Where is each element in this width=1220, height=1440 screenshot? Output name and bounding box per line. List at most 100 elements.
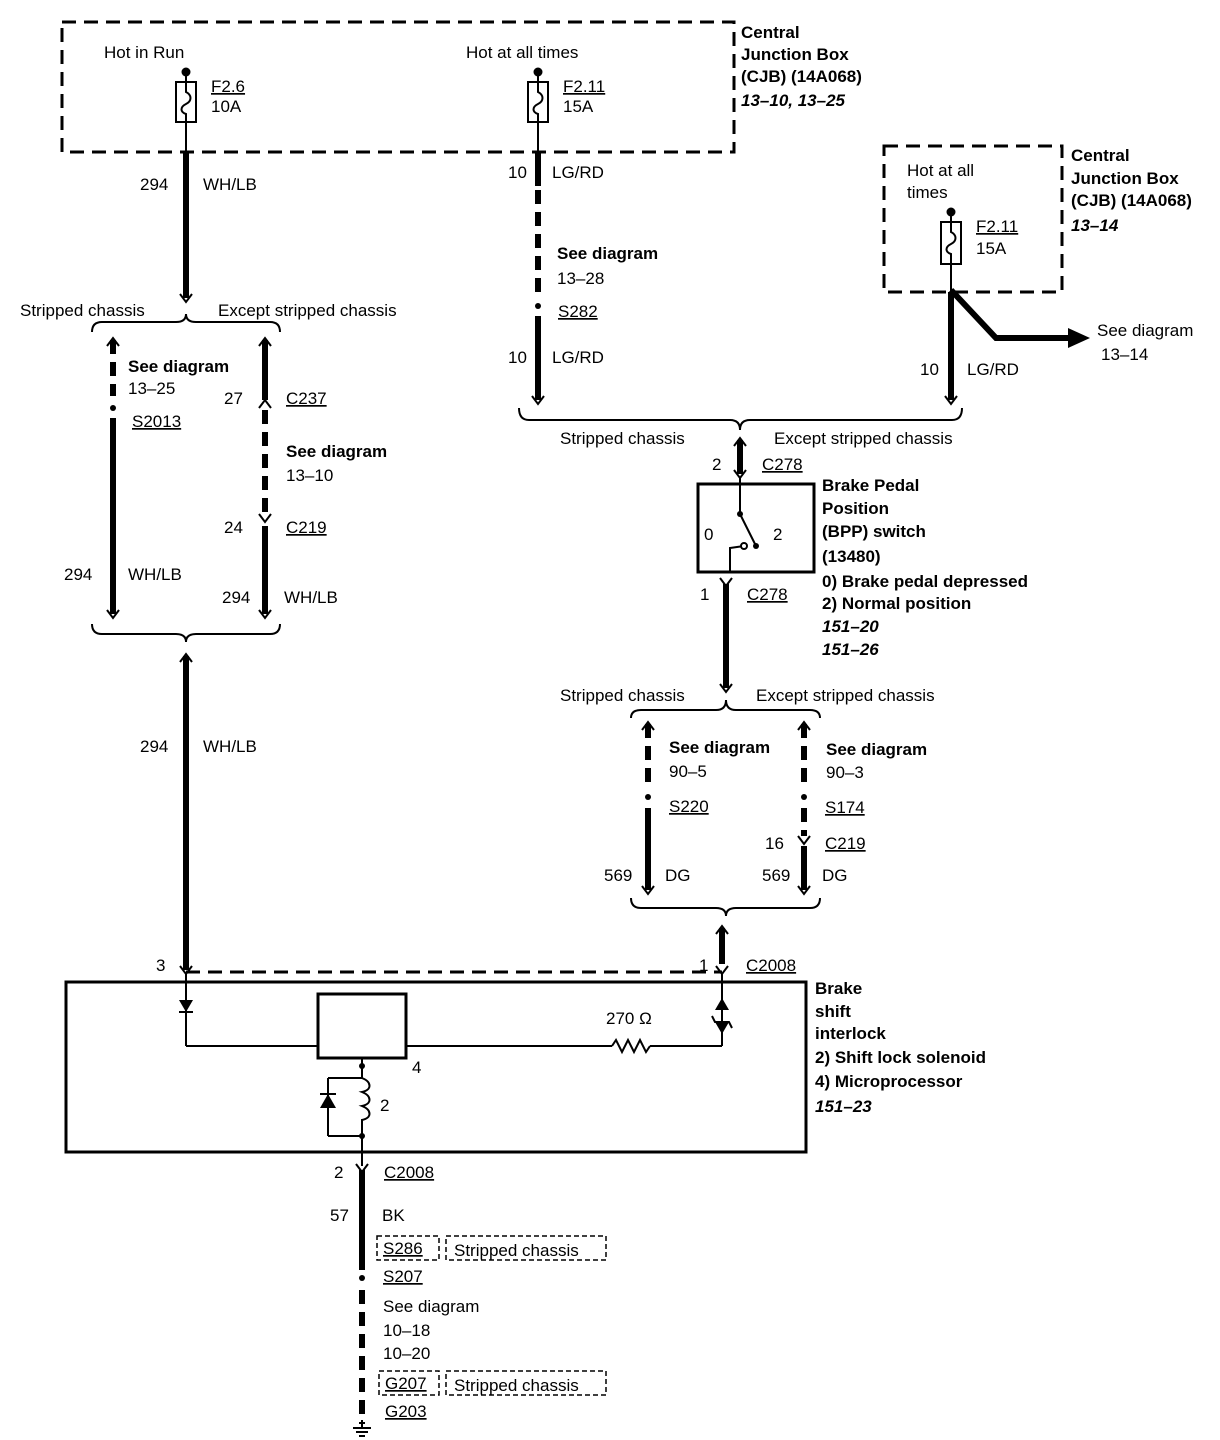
left-color-c: WH/LB bbox=[203, 737, 257, 756]
interlock-title-2: shift bbox=[815, 1002, 851, 1021]
wire-to-13-14 bbox=[948, 287, 1070, 341]
ground-see: See diagram bbox=[383, 1297, 479, 1316]
ground-stripped-2: Stripped chassis bbox=[454, 1376, 579, 1395]
lower-stripped-label: Stripped chassis bbox=[560, 686, 685, 705]
resistor-270-icon bbox=[611, 1037, 651, 1055]
cjb-right-ref: 13–14 bbox=[1071, 216, 1119, 235]
mid-except-label: Except stripped chassis bbox=[774, 429, 953, 448]
interlock-desc-2: 2) Shift lock solenoid bbox=[815, 1048, 986, 1067]
bpp-switch: 2 C278 0 2 1 C278 Brake Pedal Position (… bbox=[696, 436, 1028, 694]
ground-path: 2 C2008 57 BK S286 Stripped chassis S207… bbox=[330, 1163, 607, 1437]
lower-see-b-ref: 90–3 bbox=[826, 763, 864, 782]
cjb-right-circuit: 10 bbox=[920, 360, 939, 379]
ground-g203: G203 bbox=[385, 1402, 427, 1421]
connector-c219-left: C219 bbox=[286, 518, 327, 537]
stripped-chassis-box-2 bbox=[445, 1370, 607, 1396]
arrow-right-icon bbox=[1068, 328, 1090, 348]
left-see2: See diagram bbox=[286, 442, 387, 461]
left-circuit-a: 294 bbox=[64, 565, 92, 584]
fuse-f2-11-right bbox=[940, 207, 962, 292]
lower-except-label: Except stripped chassis bbox=[756, 686, 935, 705]
left-circuit-c: 294 bbox=[140, 737, 168, 756]
bpp-contact-2 bbox=[753, 543, 759, 549]
splice-s174-dot bbox=[801, 794, 807, 800]
fuse-f2-11-id: F2.11 bbox=[563, 77, 605, 96]
ground-icon bbox=[353, 1420, 371, 1437]
wire-10-end bbox=[531, 395, 545, 406]
interlock-title-3: interlock bbox=[815, 1024, 886, 1043]
connector-c278-top: C278 bbox=[762, 455, 803, 474]
lower-b-top-cap bbox=[797, 720, 811, 731]
cjb-right-hot-2: times bbox=[907, 183, 948, 202]
cjb-top-title-3: (CJB) (14A068) bbox=[741, 67, 862, 86]
zener-diode-icon bbox=[715, 998, 729, 1010]
splice-s207-dot bbox=[359, 1275, 365, 1281]
interlock-module-box bbox=[64, 980, 808, 1154]
cjb-right-title-3: (CJB) (14A068) bbox=[1071, 191, 1192, 210]
bpp-switch-arm bbox=[739, 513, 757, 547]
lower-b-bottom-cap bbox=[797, 885, 811, 896]
lower-a-top-cap bbox=[641, 720, 655, 731]
middle-branch: 10 LG/RD See diagram 13–28 S282 10 LG/RD… bbox=[508, 152, 963, 448]
cjb-top-ref: 13–10, 13–25 bbox=[741, 91, 846, 110]
splice-s286: S286 bbox=[383, 1239, 423, 1258]
interlock-desc-4: 4) Microprocessor bbox=[815, 1072, 963, 1091]
wire-294-bottom-cap bbox=[179, 652, 193, 663]
left-c237-pin: 27 bbox=[224, 389, 243, 408]
cjb-top: Hot in Run Hot at all times F2.6 10A F2.… bbox=[60, 20, 862, 154]
mid-circuit-b: 10 bbox=[508, 348, 527, 367]
brake-shift-interlock: 3 1 C2008 4 270 Ω 2 Brake bbox=[64, 956, 986, 1166]
mid-color-b: LG/RD bbox=[552, 348, 604, 367]
cjb-right-hot-1: Hot at all bbox=[907, 161, 974, 180]
left-stripped-label: Stripped chassis bbox=[20, 301, 145, 320]
connector-c219-right: C219 bbox=[825, 834, 866, 853]
bpp-contact-0 bbox=[740, 542, 748, 550]
mid-see: See diagram bbox=[557, 244, 658, 263]
lower-see-b: See diagram bbox=[826, 740, 927, 759]
mid-circuit-top: 10 bbox=[508, 163, 527, 182]
connector-c237: C237 bbox=[286, 389, 327, 408]
left-upper-brace bbox=[91, 313, 281, 333]
solenoid-label-2: 2 bbox=[380, 1096, 389, 1115]
cjb-right-fuse-id: F2.11 bbox=[976, 217, 1018, 236]
splice-s174: S174 bbox=[825, 798, 865, 817]
lower-color-a: DG bbox=[665, 866, 691, 885]
bpp-bottom-cap bbox=[719, 683, 733, 694]
splice-s220: S220 bbox=[669, 797, 709, 816]
bpp-pos-0: 0 bbox=[704, 525, 713, 544]
left-stripped-top-cap bbox=[106, 336, 120, 347]
wire-10-right-end bbox=[944, 395, 958, 406]
connector-c2008-bottom: C2008 bbox=[384, 1163, 434, 1182]
splice-s2013: S2013 bbox=[132, 412, 181, 431]
lower-circuit-b: 569 bbox=[762, 866, 790, 885]
ground-see-ref-2: 10–20 bbox=[383, 1344, 430, 1363]
ground-g207: G207 bbox=[385, 1374, 427, 1393]
splice-s286-box bbox=[376, 1235, 440, 1261]
ground-stripped-1: Stripped chassis bbox=[454, 1241, 579, 1260]
lower-see-a-ref: 90–5 bbox=[669, 762, 707, 781]
flyback-diode-icon bbox=[320, 1094, 336, 1108]
lower-branch: Stripped chassis Except stripped chassis… bbox=[560, 686, 935, 964]
ground-color: BK bbox=[382, 1206, 405, 1225]
mid-see-ref: 13–28 bbox=[557, 269, 604, 288]
wire-294-top-end bbox=[179, 293, 193, 304]
bpp-contact-0-lead bbox=[729, 545, 745, 560]
left-lower-brace bbox=[91, 623, 281, 643]
cjb-top-title-1: Central bbox=[741, 23, 800, 42]
splice-s207: S207 bbox=[383, 1267, 423, 1286]
solenoid-coil-icon bbox=[358, 1077, 371, 1136]
bpp-title-3: (BPP) switch bbox=[822, 522, 926, 541]
fuse-f2-11 bbox=[527, 67, 549, 152]
connector-c2008-top: C2008 bbox=[746, 956, 796, 975]
connector-c219-right-symbol bbox=[797, 835, 811, 846]
cjb-right-fuse-amp: 15A bbox=[976, 239, 1007, 258]
bpp-title-2: Position bbox=[822, 499, 889, 518]
cjb-right-title-2: Junction Box bbox=[1071, 169, 1179, 188]
left-see1-ref: 13–25 bbox=[128, 379, 175, 398]
bpp-pin-top: 2 bbox=[712, 455, 721, 474]
left-see1: See diagram bbox=[128, 357, 229, 376]
splice-s282-dot bbox=[535, 303, 541, 309]
left-except-top-cap bbox=[258, 336, 272, 347]
